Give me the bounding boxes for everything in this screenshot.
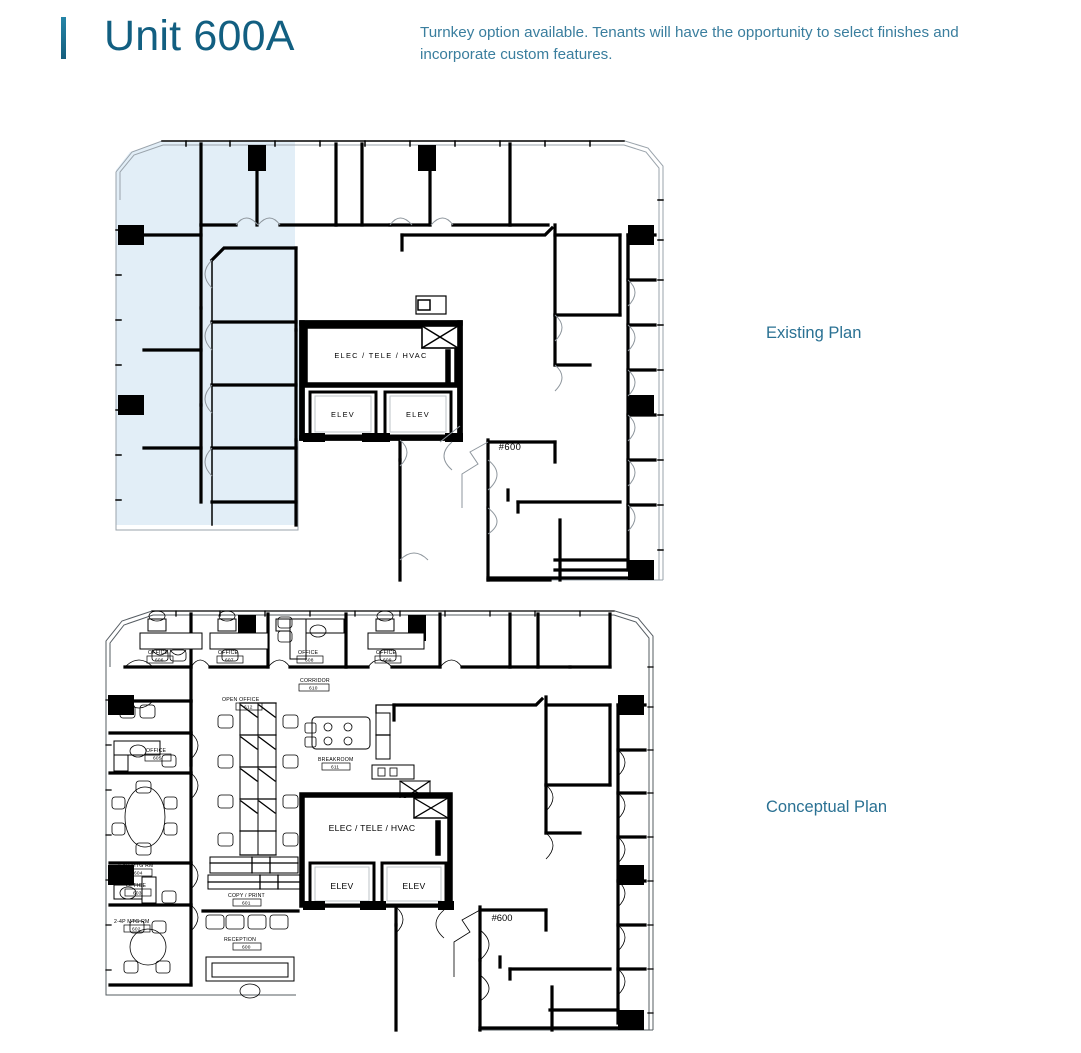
page-header: Unit 600A Turnkey option available. Tena… (0, 0, 1081, 100)
room-label: OFFICE (218, 650, 239, 656)
building-core: ELEC / TELE / HVAC ELEV ELEV (299, 295, 463, 442)
room-label: OFFICE (148, 650, 169, 656)
east-landlord-areas (392, 695, 647, 1025)
room-label: 4-6P MTG RM (118, 863, 154, 869)
room-number: 603 (133, 891, 142, 897)
room-tag-mtg-604: 4-6P MTG RM 604 (118, 863, 154, 877)
mech-room-label: ELEC / TELE / HVAC (334, 351, 427, 360)
room-tag-mtg-602: 2-4P MTG RM 602 (114, 919, 151, 933)
existing-floor-plan: .w { stroke:#000; stroke-width:3.2; fill… (100, 130, 700, 600)
room-label: OPEN OFFICE (222, 697, 260, 703)
conceptual-plan-caption: Conceptual Plan (766, 798, 888, 816)
mech-room-label: ELEC / TELE / HVAC (329, 823, 416, 833)
room-tag-office-605: OFFICE 605 (144, 748, 172, 762)
door-swings (204, 217, 636, 561)
header-note: Turnkey option available. Tenants will h… (420, 24, 959, 63)
room-number: 604 (134, 871, 143, 877)
conceptual-floor-plan: .cw { stroke:#000; stroke-width:3.2; fil… (100, 605, 700, 1045)
open-office-workstations: OPEN OFFICE 612 (209, 697, 299, 874)
existing-plan-caption: Existing Plan (766, 324, 862, 342)
room-number: 608 (305, 658, 314, 664)
room-number: 612 (244, 705, 253, 711)
room-tag-office-603: OFFICE 603 (124, 883, 152, 897)
unit-tag-leader (461, 441, 489, 508)
suite-600-area-conceptual: #600 (394, 905, 620, 1032)
room-tag-office-606: OFFICE 606 (146, 650, 174, 664)
elevator-right-label: ELEV (402, 881, 425, 891)
office-furniture-north (139, 610, 425, 662)
room-number: 606 (155, 658, 164, 664)
room-tag-office-608: OFFICE 608 (296, 650, 324, 664)
interior-partitions-left (142, 142, 392, 527)
copy-print-reception: COPY / PRINT 601 RECEPTION 600 (201, 874, 301, 999)
room-number: 605 (153, 756, 162, 762)
page-title: Unit 600A (104, 12, 295, 60)
breakroom-zone: BREAKROOM 611 (304, 704, 431, 802)
title-accent-bar (61, 17, 66, 59)
exterior-mullions-top (161, 140, 625, 147)
room-number: 600 (242, 945, 251, 951)
building-core-conceptual: ELEC / TELE / HVAC ELEV ELEV (299, 792, 454, 910)
room-label: RECEPTION (224, 937, 256, 943)
elevator-left-label: ELEV (331, 410, 355, 419)
elevator-right-label: ELEV (406, 410, 430, 419)
room-number: 610 (309, 686, 318, 692)
room-label: 2-4P MTG RM (114, 919, 150, 925)
interior-partitions-upper-right (360, 142, 657, 572)
room-label: BREAKROOM (318, 757, 354, 763)
room-number: 607 (225, 658, 234, 664)
room-label: OFFICE (376, 650, 397, 656)
room-number: 611 (331, 765, 339, 771)
room-label: OFFICE (126, 883, 147, 889)
unit-number-tag-conceptual: #600 (492, 912, 513, 923)
room-number: 602 (132, 927, 141, 933)
room-number: 609 (383, 658, 392, 664)
door-swings-conceptual (124, 659, 626, 1002)
west-rooms (108, 699, 193, 987)
elevator-left-label: ELEV (330, 881, 353, 891)
room-tag-office-609: OFFICE 609 (374, 650, 402, 664)
room-label: OFFICE (146, 748, 167, 754)
room-label: CORRIDOR (300, 678, 330, 684)
unit-number-tag-existing: #600 (499, 441, 521, 452)
room-label: OFFICE (298, 650, 319, 656)
room-label: COPY / PRINT (228, 893, 266, 899)
structural-columns (118, 145, 654, 580)
room-number: 601 (242, 901, 251, 907)
suite-600-area: #600 (398, 438, 630, 582)
room-tag-office-607: OFFICE 607 (216, 650, 244, 664)
exterior-mullions-right (657, 199, 664, 551)
